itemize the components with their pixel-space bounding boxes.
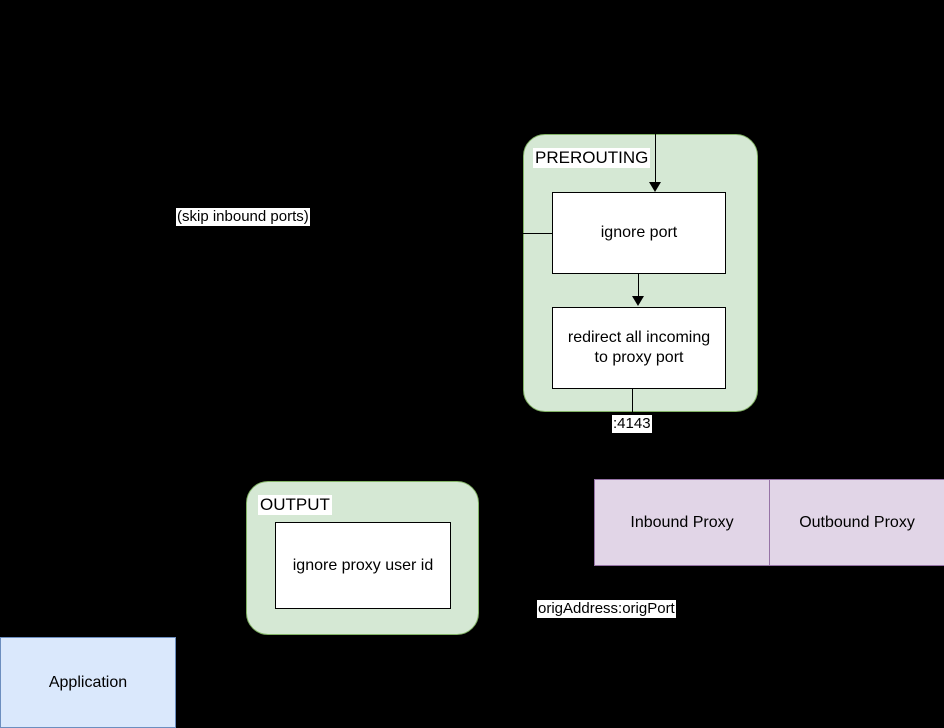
node-ignore-proxy-user-id-label: ignore proxy user id (292, 556, 434, 574)
edge-ignore-to-redirect (638, 274, 639, 300)
node-ignore-port-label: ignore port (600, 224, 678, 241)
application-label: Application (48, 673, 128, 691)
outbound-proxy-label: Outbound Proxy (799, 513, 915, 531)
edge-label-skip-inbound-ports: (skip inbound ports) (176, 208, 310, 226)
edge-skip-inbound-ports (523, 233, 553, 234)
application-box[interactable]: Application (0, 637, 176, 728)
node-ignore-proxy-user-id[interactable]: ignore proxy user id (275, 522, 451, 609)
node-redirect-all-incoming-label: redirect all incoming to proxy port (568, 328, 710, 368)
node-redirect-line-2: to proxy port (594, 349, 684, 366)
edge-incoming-traffic-arrowhead (649, 182, 661, 192)
node-redirect-line-1: redirect all incoming (567, 329, 711, 346)
edge-label-proxy-port: :4143 (612, 415, 652, 433)
edge-incoming-traffic (655, 0, 656, 185)
outbound-proxy-box[interactable]: Outbound Proxy (769, 479, 944, 566)
inbound-proxy-box[interactable]: Inbound Proxy (594, 479, 770, 566)
output-group-title: OUTPUT (258, 495, 332, 515)
prerouting-group-title: PREROUTING (533, 148, 651, 168)
edge-label-orig-address: origAddress:origPort (537, 600, 676, 618)
inbound-proxy-label: Inbound Proxy (630, 513, 734, 531)
edge-redirect-to-inbound-proxy (632, 389, 633, 479)
node-ignore-port[interactable]: ignore port (552, 192, 726, 274)
edge-ignore-to-redirect-arrowhead (632, 296, 644, 306)
node-redirect-all-incoming[interactable]: redirect all incoming to proxy port (552, 307, 726, 389)
